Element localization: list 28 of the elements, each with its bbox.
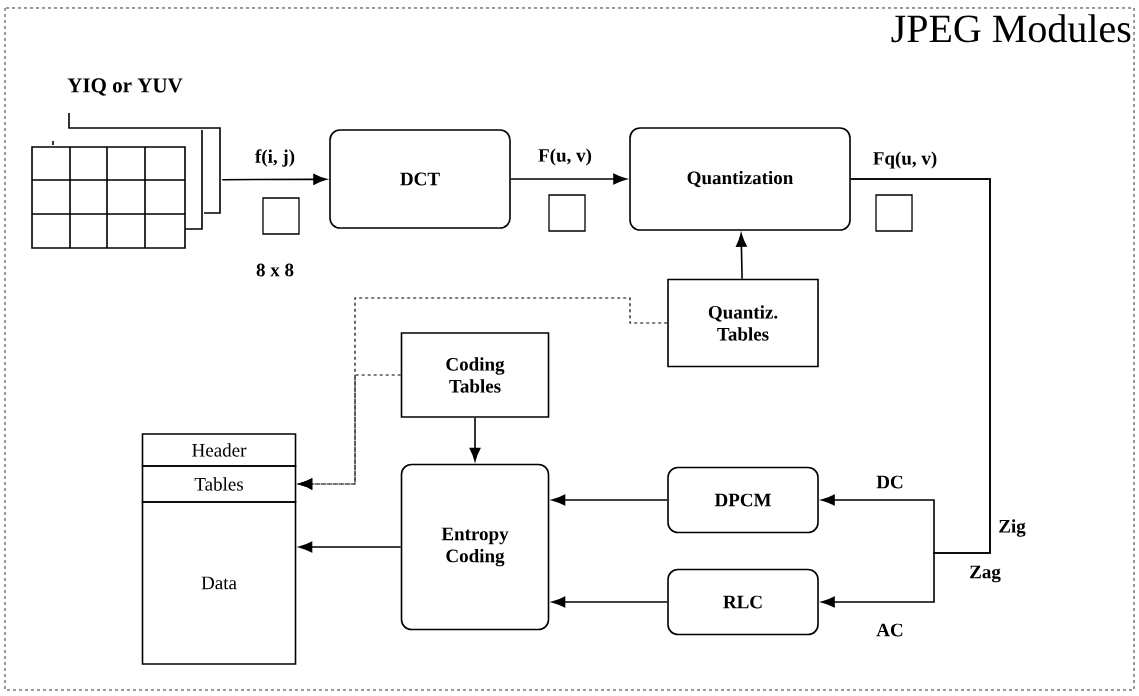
arrow [298,374,402,490]
arrow [510,173,627,185]
process-box: Entropy Coding [400,463,550,631]
file-section: Data [141,501,297,665]
heading: YIQ or YUV [67,78,183,96]
process-box: DCT [329,129,511,229]
label: 8 x 8 [256,263,294,277]
edge-label: F(u, v) [537,147,593,167]
arrow [551,596,668,608]
label: Zag [970,565,1001,583]
file-section: Tables [141,465,297,503]
file-section: Header [141,433,297,467]
process-box: Quantiz. Tables [667,278,819,368]
edge-label: AC [875,622,905,638]
arrow [221,173,327,185]
process-box: Coding Tables [400,332,550,418]
process-box: DPCM [667,466,819,534]
title: JPEG Modules [891,14,1131,43]
label: Fq(u, v) [873,151,937,169]
edge-label: f(i, j) [253,148,297,168]
process-box: RLC [667,568,819,636]
arrow [736,233,747,280]
arrow [551,494,668,506]
edge-label: DC [875,474,905,490]
arrow [469,417,481,462]
label: Zig [999,519,1026,537]
process-box: Quantization [629,127,851,231]
arrow [298,541,402,553]
